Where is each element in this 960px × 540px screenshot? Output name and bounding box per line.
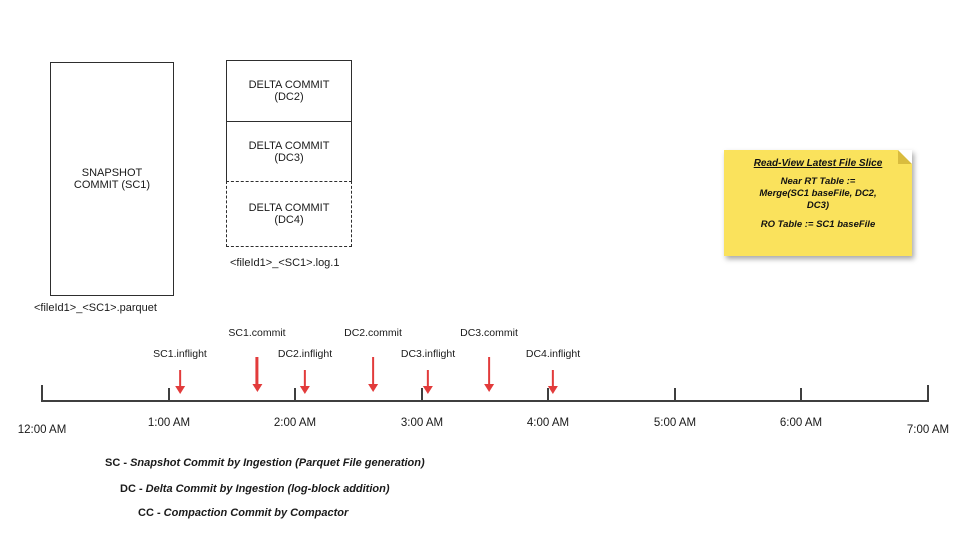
legend-desc: Delta Commit by Ingestion (log-block add… [145, 483, 390, 495]
down-arrow-icon [255, 357, 259, 385]
timeline-tick [294, 388, 296, 402]
event-label: DC4.inflight [525, 348, 581, 360]
timeline-axis [42, 400, 928, 402]
snapshot-commit-label: SNAPSHOT COMMIT (SC1) [73, 167, 151, 191]
read-view-sticky-note: Read-View Latest File Slice Near RT Tabl… [724, 150, 912, 256]
down-arrow-icon [426, 370, 430, 387]
down-arrow-icon [178, 370, 182, 387]
event-dc3-inflight: DC3.inflight [401, 348, 455, 387]
event-sc1-commit: SC1.commit [228, 327, 286, 385]
log-file-caption: <fileId1>_<SC1>.log.1 [230, 257, 340, 269]
timeline-tick [41, 385, 43, 402]
timeline-tick [927, 385, 929, 402]
hour-label-2am: 2:00 AM [273, 417, 317, 429]
event-label: DC2.inflight [277, 348, 333, 360]
timeline-tick [421, 388, 423, 402]
event-dc2-inflight: DC2.inflight [278, 348, 332, 387]
sticky-note-near-rt-line: Near RT Table := Merge(SC1 baseFile, DC2… [759, 176, 877, 211]
timeline-tick [168, 388, 170, 402]
event-label: DC2.commit [344, 327, 402, 339]
sticky-note-title: Read-View Latest File Slice [753, 158, 883, 169]
legend-code: DC - [120, 483, 146, 495]
event-label: DC3.inflight [400, 348, 456, 360]
legend-sc: SC - Snapshot Commit by Ingestion (Parqu… [105, 457, 425, 469]
down-arrow-icon [371, 357, 375, 385]
timeline-tick [674, 388, 676, 402]
event-sc1-inflight: SC1.inflight [153, 348, 207, 387]
snapshot-commit-box: SNAPSHOT COMMIT (SC1) [50, 62, 174, 296]
legend-dc: DC - Delta Commit by Ingestion (log-bloc… [120, 483, 390, 495]
legend-desc: Compaction Commit by Compactor [163, 507, 349, 519]
down-arrow-icon [303, 370, 307, 387]
delta-commit-box-dc4: DELTA COMMIT (DC4) [226, 181, 352, 247]
delta-commit-stack: DELTA COMMIT (DC2) DELTA COMMIT (DC3) DE… [226, 60, 352, 247]
timeline-tick [800, 388, 802, 402]
hour-label-6am: 6:00 AM [779, 417, 823, 429]
event-label: SC1.inflight [153, 348, 207, 360]
hour-label-12am: 12:00 AM [17, 424, 67, 436]
hour-label-4am: 4:00 AM [526, 417, 570, 429]
delta-commit-box-dc2: DELTA COMMIT (DC2) [226, 60, 352, 122]
delta-commit-box-dc3: DELTA COMMIT (DC3) [226, 120, 352, 183]
hour-label-3am: 3:00 AM [400, 417, 444, 429]
sticky-note-ro-line: RO Table := SC1 baseFile [760, 218, 876, 230]
legend-code: SC - [105, 457, 131, 469]
event-dc3-commit: DC3.commit [460, 327, 518, 385]
timeline-tick [547, 388, 549, 402]
hour-label-1am: 1:00 AM [147, 417, 191, 429]
down-arrow-icon [551, 370, 555, 387]
hour-label-7am: 7:00 AM [906, 424, 950, 436]
legend-desc: Snapshot Commit by Ingestion (Parquet Fi… [130, 457, 425, 469]
event-dc2-commit: DC2.commit [344, 327, 402, 385]
base-file-caption: <fileId1>_<SC1>.parquet [34, 302, 157, 314]
hour-label-5am: 5:00 AM [653, 417, 697, 429]
legend-cc: CC - Compaction Commit by Compactor [138, 507, 348, 519]
legend-code: CC - [138, 507, 164, 519]
event-label: DC3.commit [460, 327, 518, 339]
event-label: SC1.commit [228, 327, 286, 339]
event-dc4-inflight: DC4.inflight [526, 348, 580, 387]
down-arrow-icon [487, 357, 491, 385]
